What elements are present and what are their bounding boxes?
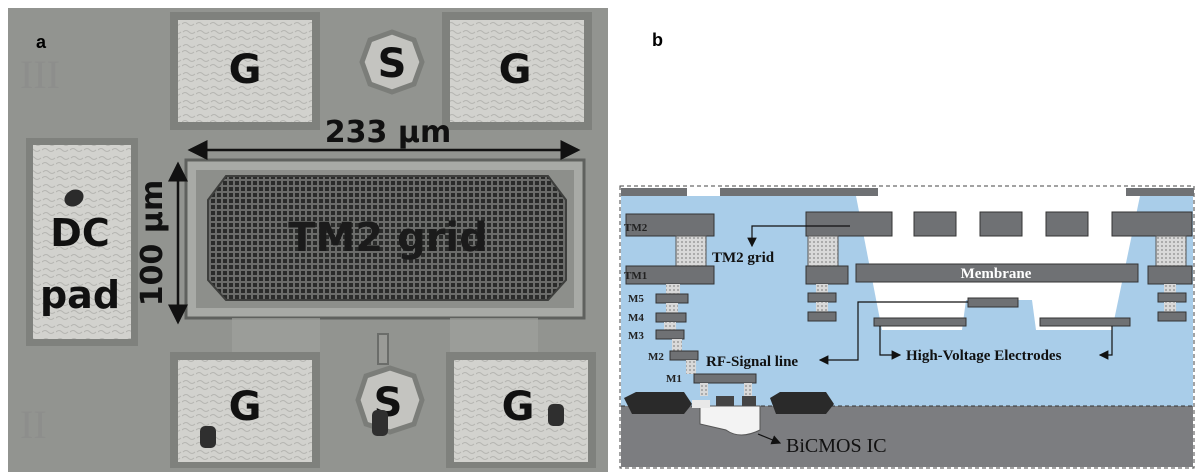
chip-mark-iii: III	[20, 52, 60, 97]
height-dimension-label: 100 µm	[135, 180, 170, 306]
dc-pad: DC pad	[26, 138, 138, 346]
dc-pad-label-line1: DC	[50, 211, 109, 255]
panel-a-label: a	[36, 32, 47, 52]
bottom-right-ground-pad: G	[446, 352, 596, 468]
panel-b-label: b	[652, 30, 663, 50]
bottom-signal-pad: S	[355, 365, 425, 436]
bottom-left-ground-pad: G	[170, 352, 320, 468]
pad-label: G	[229, 384, 262, 430]
hv-electrodes-callout: High-Voltage Electrodes	[906, 348, 1062, 364]
panel-b: b	[619, 30, 1195, 469]
layer-label: TM1	[624, 270, 647, 282]
panel-a: III II a G S G DC pad	[8, 8, 608, 472]
pad-label: G	[229, 47, 262, 93]
top-signal-pad: S	[359, 29, 425, 95]
chip-mark-ii: II	[20, 402, 47, 447]
layer-label: M5	[628, 293, 644, 305]
tm2-grid-callout: TM2 grid	[712, 250, 775, 266]
layer-label: M3	[628, 330, 644, 342]
hv-electrode-right	[1039, 317, 1131, 327]
dc-pad-label-line2: pad	[40, 273, 120, 317]
layer-label: M4	[628, 312, 644, 324]
pad-label: G	[502, 384, 535, 430]
top-right-ground-pad: G	[442, 12, 592, 130]
tm2-grid-label: TM2 grid	[288, 215, 488, 261]
layer-label: M2	[648, 351, 664, 363]
layer-label: TM2	[624, 222, 648, 234]
bicmos-label: BiCMOS IC	[786, 435, 887, 457]
rf-signal-line	[967, 297, 1019, 308]
membrane	[855, 263, 1139, 283]
width-dimension: 233 µm	[187, 115, 581, 160]
rf-signal-callout: RF-Signal line	[706, 354, 798, 370]
layer-label: M1	[666, 373, 682, 385]
hv-electrode-left	[873, 317, 967, 327]
pad-label: S	[378, 41, 407, 87]
height-dimension: 100 µm	[135, 161, 188, 325]
width-dimension-label: 233 µm	[325, 115, 451, 150]
membrane-label: Membrane	[961, 266, 1032, 282]
tm2-grid-structure: TM2 grid	[184, 158, 586, 320]
top-left-ground-pad: G	[170, 12, 320, 130]
pad-label: G	[499, 47, 532, 93]
